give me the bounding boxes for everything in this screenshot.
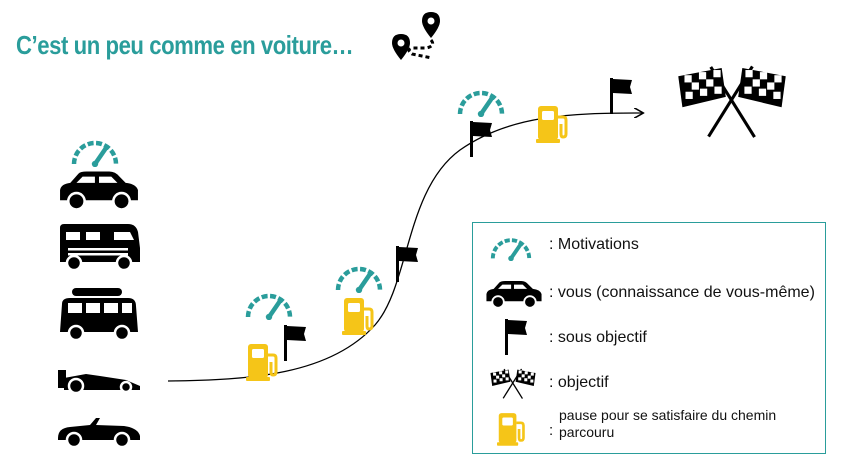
gauge-icon <box>456 87 506 117</box>
fuel-pump-icon <box>246 342 280 382</box>
fuel-pump-icon <box>536 104 570 144</box>
fuel-pump-icon <box>497 411 527 447</box>
gauge-icon <box>244 290 294 320</box>
camper-icon <box>60 224 140 272</box>
legend-vous: : vous (connaissance de vous-même) <box>549 284 815 301</box>
legend-sous-objectif: : sous objectif <box>549 329 647 346</box>
gauge-icon <box>489 235 533 261</box>
convertible-icon <box>58 418 140 449</box>
race-car-icon <box>58 370 140 395</box>
legend-box: : Motivations : vous (connaissance de vo… <box>472 222 826 454</box>
route-pin-icon <box>392 12 440 60</box>
gauge-icon <box>334 263 384 293</box>
checkered-flags-icon <box>670 60 794 140</box>
legend-pause: pause pour se satisfaire du chemin parco… <box>559 407 777 440</box>
van-icon <box>60 288 138 342</box>
checkered-flags-icon <box>487 367 539 399</box>
flag-icon <box>608 78 634 114</box>
page-title: C’est un peu comme en voiture… <box>16 30 354 60</box>
legend-pause-colon: : <box>549 422 554 439</box>
legend-objectif: : objectif <box>549 374 609 391</box>
flag-icon <box>282 325 308 361</box>
flag-icon <box>468 121 494 157</box>
car-icon <box>485 279 543 309</box>
fuel-pump-icon <box>342 296 376 336</box>
legend-motivations: : Motivations <box>549 236 639 253</box>
flag-icon <box>394 246 420 282</box>
flag-icon <box>503 319 529 355</box>
